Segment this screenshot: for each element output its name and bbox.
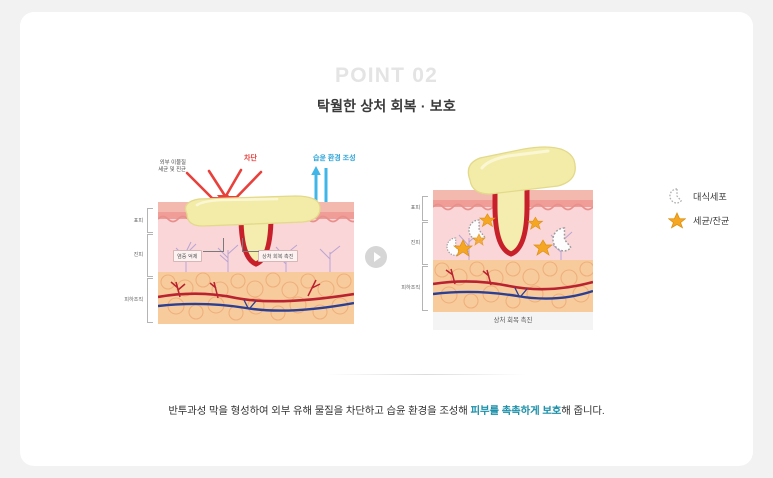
legend-label-bacteria: 세균/잔균 [693, 216, 730, 226]
macrophage-icon [669, 188, 683, 204]
layer-label-subcutaneous: 피하조직 [124, 297, 143, 303]
diagram-right-healing: 표피 진피 피하조직 [400, 138, 615, 338]
footer-highlight: 피부를 촉촉하게 보호 [470, 406, 562, 417]
layer-label-dermis-right: 진피 [410, 240, 420, 246]
gel-dressing-left [184, 195, 321, 227]
play-button[interactable] [365, 246, 387, 268]
skin-cross-section-right [433, 190, 593, 312]
page-title: 탁월한 상처 회복 · 보호 [317, 98, 456, 114]
callout-healing: 상처 회복 촉진 [258, 250, 298, 262]
legend-label-macrophage: 대식세포 [693, 192, 727, 202]
annotation-block: 차단 [244, 155, 257, 162]
layer-label-epidermis: 표피 [133, 218, 143, 224]
footer-part2: 해 줍니다. [561, 406, 605, 417]
layer-label-dermis: 진피 [133, 252, 143, 258]
right-diagram-caption: 상처 회복 촉진 [433, 312, 593, 330]
figure-area: 외부 이물질 세균 및 진균 차단 습윤 환경 조성 [20, 138, 753, 348]
macrophage-icon [446, 219, 573, 256]
layer-label-subcutaneous-right: 피하조직 [401, 285, 420, 291]
content-card: POINT 02 탁월한 상처 회복 · 보호 외부 이물질 세균 및 진균 차… [20, 12, 753, 466]
legend-item-bacteria: 세균/잔균 [668, 208, 729, 232]
footer-description: 반투과성 막을 형성하여 외부 유해 물질을 차단하고 습윤 환경을 조성해 피… [20, 402, 753, 417]
annotation-foreign-matter: 외부 이물질 세균 및 진균 [158, 160, 186, 174]
gel-dressing-right [467, 146, 576, 195]
play-triangle-icon [373, 252, 381, 262]
annotation-moisture: 습윤 환경 조성 [313, 155, 356, 162]
divider [326, 374, 526, 375]
point-label: POINT 02 [335, 64, 438, 87]
footer-part1: 반투과성 막을 형성하여 외부 유해 물질을 차단하고 습윤 환경을 조성해 [168, 406, 471, 417]
legend-item-macrophage: 대식세포 [668, 184, 729, 208]
legend: 대식세포 세균/잔균 [668, 184, 729, 232]
bacteria-star-icon [453, 213, 553, 257]
layer-label-epidermis-right: 표피 [410, 205, 420, 211]
bacteria-star-icon [668, 211, 686, 229]
diagram-left-barrier: 외부 이물질 세균 및 진균 차단 습윤 환경 조성 [124, 138, 365, 338]
callout-inflammation: 염증 억제 [173, 250, 202, 262]
